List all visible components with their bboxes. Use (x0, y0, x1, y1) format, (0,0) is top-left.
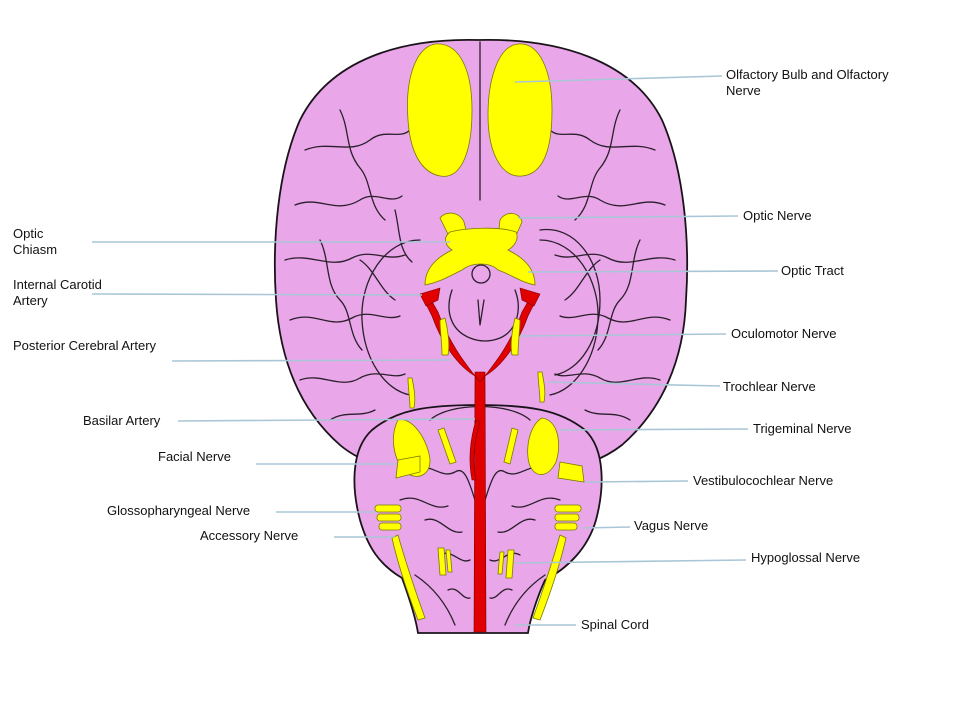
left-hemisphere-folds (284, 109, 413, 421)
label-hypoglossal-nerve: Hypoglossal Nerve (751, 550, 861, 565)
trochlear-nerve-left (407, 377, 416, 409)
label-accessory-nerve: Accessory Nerve (200, 528, 299, 543)
trigeminal-nerve-right (527, 417, 559, 475)
left-temporal-lobe (361, 239, 421, 396)
label-internal-carotid-artery: Internal Carotid Artery (13, 277, 102, 308)
label-oculomotor-nerve: Oculomotor Nerve (731, 326, 837, 341)
olfactory-bulb-left (407, 43, 473, 177)
label-optic-chiasm: Optic Chiasm (13, 226, 58, 257)
label-glossopharyngeal-nerve: Glossopharyngeal Nerve (107, 503, 251, 518)
label-optic-tract: Optic Tract (781, 263, 844, 278)
internal-carotid-right (519, 287, 541, 307)
internal-carotid-left (419, 287, 441, 307)
accessory-nerve (391, 534, 426, 621)
oculomotor-nerve-right (510, 317, 521, 356)
label-basilar-artery: Basilar Artery (83, 413, 161, 428)
optic-chiasm-shape (424, 227, 536, 286)
label-trigeminal-nerve: Trigeminal Nerve (753, 421, 852, 436)
vagus-nerve (554, 504, 582, 531)
posterior-cerebral-artery-right (479, 297, 537, 383)
right-hemisphere-folds (539, 109, 676, 421)
label-spinal-cord: Spinal Cord (581, 617, 649, 632)
hypoglossal-nerve (437, 547, 515, 579)
leader-lines (91, 75, 779, 626)
label-vagus-nerve: Vagus Nerve (634, 518, 709, 533)
label-optic-nerve: Optic Nerve (743, 208, 812, 223)
olfactory-bulb-right (487, 43, 553, 177)
pituitary-stalk (471, 264, 491, 284)
midbrain (448, 289, 519, 342)
basilar-artery (473, 371, 487, 633)
oculomotor-nerve-left (439, 317, 450, 356)
glossopharyngeal-nerve (374, 504, 402, 531)
label-vestibulocochlear-nerve: Vestibulocochlear Nerve (693, 473, 834, 488)
trochlear-nerve-right (537, 371, 546, 403)
label-posterior-cerebral-artery: Posterior Cerebral Artery (13, 338, 157, 353)
label-trochlear-nerve: Trochlear Nerve (723, 379, 816, 394)
label-olfactory-bulb: Olfactory Bulb and Olfactory Nerve (726, 67, 889, 98)
vestibulocochlear-nerve (557, 461, 585, 483)
label-facial-nerve: Facial Nerve (158, 449, 231, 464)
posterior-cerebral-artery-left (423, 297, 481, 383)
facial-nerve (395, 455, 421, 479)
